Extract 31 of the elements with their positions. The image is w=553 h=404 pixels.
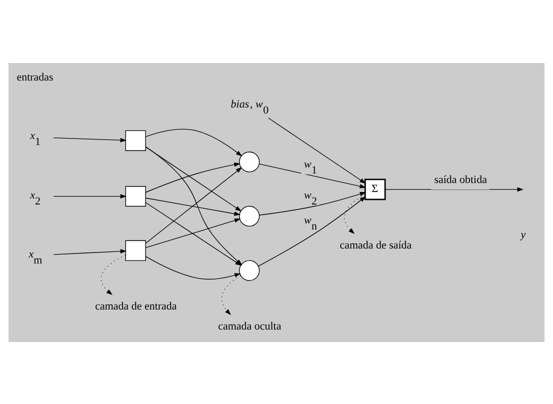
arrow	[53, 248, 127, 254]
label: entradas	[16, 71, 54, 84]
node-box	[125, 186, 146, 206]
node-text: camada de entrada	[95, 300, 177, 312]
arrow	[221, 274, 241, 315]
arrow	[145, 128, 242, 156]
label: y	[520, 228, 526, 241]
node-text: camada oculta	[218, 320, 282, 332]
node-circle	[239, 151, 260, 172]
arrow	[258, 191, 366, 215]
arrow	[53, 194, 127, 198]
arrow	[53, 137, 127, 142]
node-box: Σ	[364, 178, 386, 200]
node-circle	[239, 260, 260, 280]
arrow	[145, 197, 240, 216]
node-box	[125, 240, 146, 260]
arrow	[268, 117, 366, 184]
node-box	[125, 130, 146, 150]
edge-label: saída obtida	[434, 174, 487, 186]
arrow	[145, 146, 242, 211]
arrow	[258, 196, 366, 266]
arrow	[145, 162, 240, 192]
node-circle	[239, 205, 260, 226]
node-text: camada de saída	[340, 238, 412, 251]
arrow	[145, 166, 242, 244]
arrow	[100, 254, 126, 295]
arrow	[145, 256, 241, 280]
arrow	[258, 163, 366, 188]
arrow	[344, 194, 366, 234]
arrow	[145, 218, 241, 248]
arrow	[384, 186, 524, 192]
